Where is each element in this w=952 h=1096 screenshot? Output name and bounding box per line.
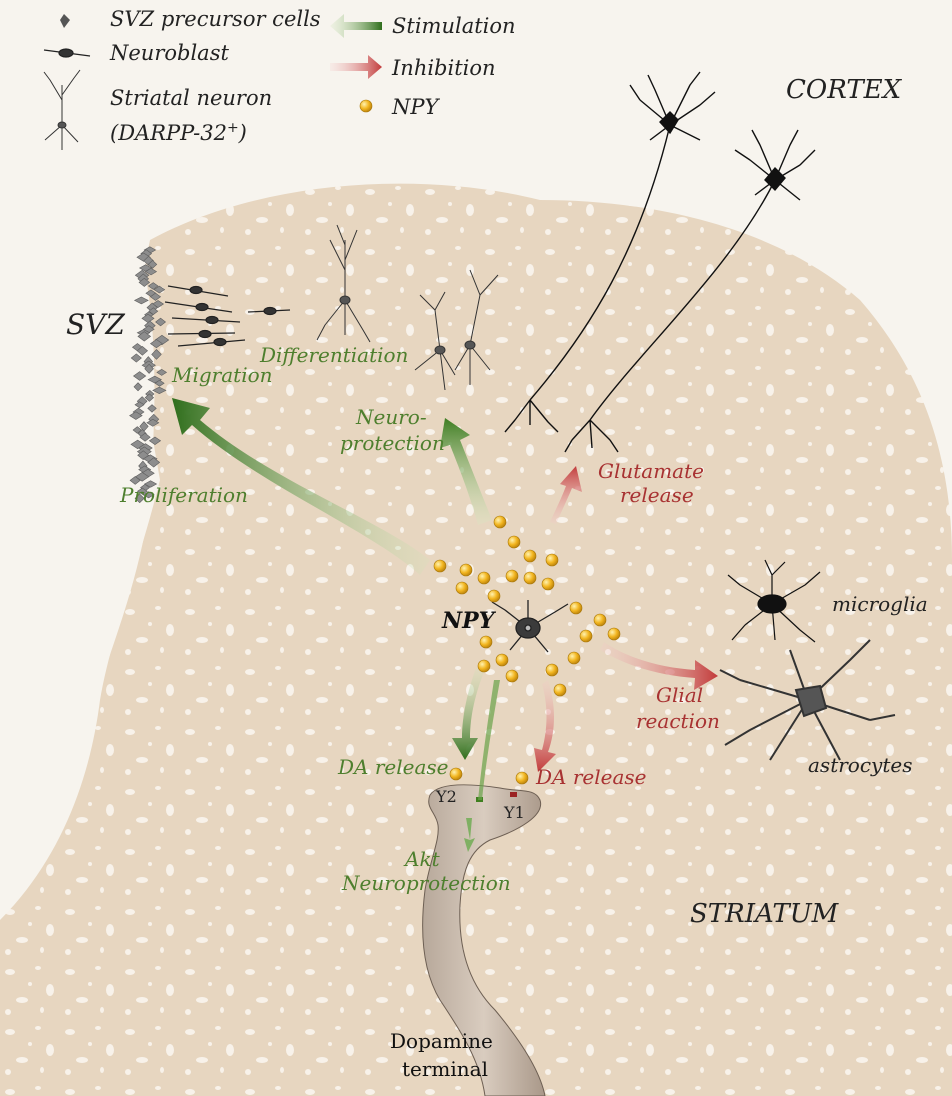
striatum-label: STRIATUM xyxy=(690,899,840,929)
proliferation-label: Proliferation xyxy=(119,483,248,507)
y1-label: Y1 xyxy=(503,803,525,822)
glutamate-label-1: Glutamate xyxy=(598,459,704,483)
da-release-left-label: DA release xyxy=(337,755,449,779)
legend-darpp-close: ) xyxy=(238,121,247,145)
legend-neuroblast-label: Neuroblast xyxy=(109,41,229,65)
legend-inhibition-label: Inhibition xyxy=(391,56,496,80)
migration-label: Migration xyxy=(171,363,273,387)
legend-striatal-neuron-label: Striatal neuron xyxy=(110,86,272,110)
cortex-label: CORTEX xyxy=(786,75,903,105)
da-release-right-label: DA release xyxy=(535,765,647,789)
legend-stimulation-label: Stimulation xyxy=(392,14,516,38)
legend-darpp-sup: + xyxy=(227,120,239,136)
astrocytes-label: astrocytes xyxy=(808,753,912,777)
differentiation-label: Differentiation xyxy=(259,343,408,367)
akt-label-2: Neuroprotection xyxy=(341,871,511,895)
legend-darpp-text: (DARPP-32 xyxy=(110,121,227,145)
microglia-label: microglia xyxy=(832,592,928,616)
legend-darpp-label: (DARPP-32+) xyxy=(110,120,247,145)
glutamate-label-2: release xyxy=(620,483,694,507)
neuroprotection-label-2: protection xyxy=(340,431,445,455)
inhibition-arrow-icon xyxy=(330,55,382,79)
dopamine-terminal-label-2: terminal xyxy=(402,1057,488,1081)
stimulation-arrow-icon xyxy=(330,14,382,38)
svz-cell-icon xyxy=(60,14,70,28)
glial-label-2: reaction xyxy=(636,709,720,733)
y1-receptor xyxy=(510,792,517,797)
striatal-neuron-icon xyxy=(44,70,80,150)
legend-svz-label: SVZ precursor cells xyxy=(110,7,321,31)
glial-label-1: Glial xyxy=(656,683,703,707)
svz-label: SVZ xyxy=(66,308,125,341)
legend-npy-label: NPY xyxy=(391,95,441,119)
y2-label: Y2 xyxy=(435,787,457,806)
npy-center-label: NPY xyxy=(441,608,497,634)
dopamine-terminal-label-1: Dopamine xyxy=(390,1029,493,1053)
akt-label-1: Akt xyxy=(403,847,441,871)
neuroblast-icon xyxy=(44,49,90,57)
neuroprotection-label-1: Neuro- xyxy=(355,405,427,429)
